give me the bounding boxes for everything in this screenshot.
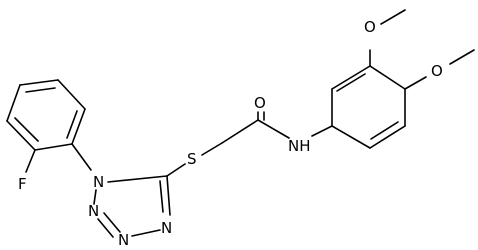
bond-ring1-b [6, 120, 36, 151]
atom-oxygen-carbonyl: O [254, 94, 266, 112]
atom-oxygen-methoxy-3: O [364, 18, 376, 36]
bond-n2-n1 [93, 189, 97, 205]
bond-ring2-a-inner [336, 73, 366, 92]
atom-tetrazole-n1: N [93, 173, 104, 191]
bond-c5-n4-inner [159, 180, 164, 213]
bond-ch2-s [201, 142, 223, 156]
atom-tetrazole-n4: N [161, 219, 172, 237]
bond-n4-n3 [131, 229, 161, 237]
bond-s-c5 [166, 163, 186, 177]
bond-n1-phenyl [71, 143, 92, 171]
bond-ring2-c [331, 125, 371, 149]
bond-ring2-f [369, 65, 406, 90]
bond-ring1-f [71, 108, 86, 145]
bond-carbonyl-ch2 [221, 119, 259, 144]
atom-fluorine: F [18, 175, 27, 193]
bond-ring1-d-inner [25, 87, 56, 93]
bond-n-carbonyl [257, 119, 290, 139]
bond-n1-c5 [107, 175, 168, 183]
bond-ring2-a [331, 65, 371, 90]
bond-ring1-b-inner [14, 117, 39, 142]
atom-tetrazole-n3: N [118, 231, 129, 249]
atom-labels: O S NH O O F N N N N [18, 18, 443, 249]
bond-ring2-n [311, 125, 333, 137]
bond-ring1-f-inner [66, 110, 78, 139]
atom-tetrazole-n2: N [88, 202, 99, 220]
bond-c-f [25, 149, 36, 173]
bond-c4-o [404, 76, 427, 90]
bond-o-ch3-3 [380, 9, 406, 25]
bond-ring1-c [6, 84, 21, 122]
bond-n3-n2-inner [97, 218, 114, 238]
atom-oxygen-methoxy-4: O [431, 62, 443, 80]
bond-ring1-a [34, 143, 73, 151]
bond-ring1-d [19, 79, 59, 86]
bond-ring2-d-inner [370, 121, 399, 140]
atom-nitrogen-amide: NH [288, 137, 311, 155]
bond-n3-n2 [103, 212, 121, 233]
bond-c5-n4 [166, 175, 171, 216]
bond-ring2-d [369, 125, 406, 149]
bond-o-ch3-4 [449, 49, 475, 65]
bond-ring1-e [57, 79, 86, 110]
atom-sulfur: S [187, 150, 197, 168]
bonds [6, 9, 475, 238]
